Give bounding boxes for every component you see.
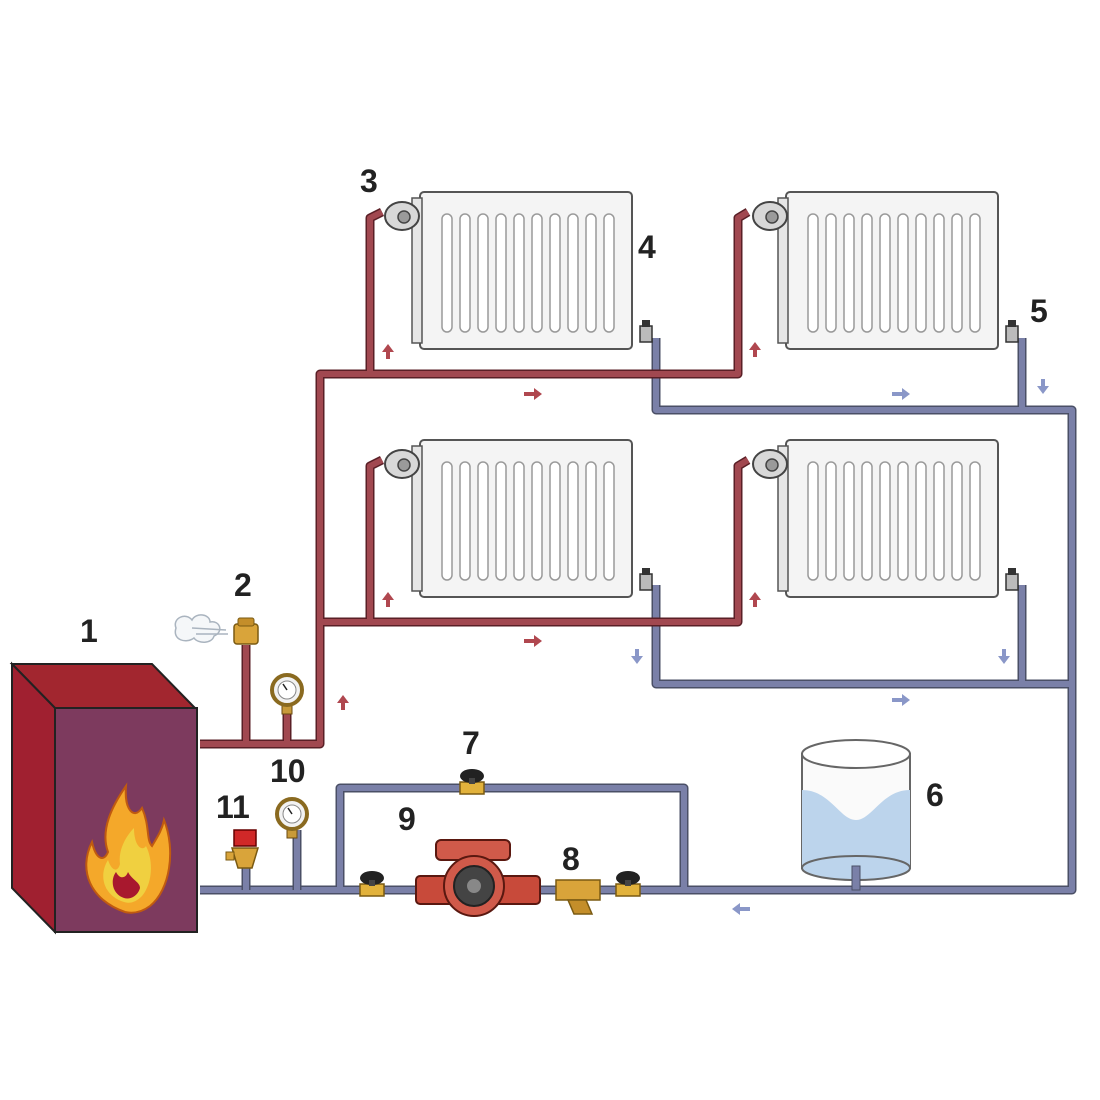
- boiler: [9, 661, 198, 935]
- return-fitting: [639, 567, 653, 591]
- thermostatic-valve: [752, 449, 788, 479]
- label-radiator: 4: [638, 229, 656, 265]
- flame-icon: [85, 782, 172, 914]
- label-bypass-valve: 7: [462, 725, 480, 761]
- return-pipework: [200, 338, 1077, 895]
- return-fitting: [1005, 567, 1019, 591]
- radiator-top-right: [777, 191, 999, 350]
- safety-valve: [225, 829, 260, 869]
- thermostatic-valve: [384, 449, 420, 479]
- label-boiler: 1: [80, 613, 98, 649]
- ball-valve-icon: [359, 870, 385, 897]
- air-vent: [174, 614, 259, 645]
- radiator-bottom-right: [777, 439, 999, 598]
- label-return-gauge: 10: [270, 753, 306, 789]
- steam-puff-icon: [174, 614, 228, 643]
- label-pump: 9: [398, 801, 416, 837]
- radiator-top-left: [411, 191, 633, 350]
- label-expansion-tank: 6: [926, 777, 944, 813]
- label-air-vent: 2: [234, 567, 252, 603]
- ball-valve-icon: [459, 768, 485, 795]
- thermostatic-valve: [384, 201, 420, 231]
- label-strainer: 8: [562, 841, 580, 877]
- supply-pipework: [200, 207, 751, 749]
- label-radiator-valve: 3: [360, 163, 378, 199]
- ball-valve-icon: [615, 870, 641, 897]
- return-fitting: [639, 319, 653, 343]
- thermostatic-valve: [752, 201, 788, 231]
- return-fitting: [1005, 319, 1019, 343]
- label-return-valve: 5: [1030, 293, 1048, 329]
- strainer: [555, 879, 601, 915]
- return-pressure-gauge: [275, 797, 309, 840]
- expansion-tank: [801, 739, 911, 891]
- circulation-pump: [415, 839, 541, 917]
- radiator-bottom-left: [411, 439, 633, 598]
- supply-pressure-gauge: [270, 673, 304, 716]
- label-safety-valve: 11: [216, 789, 250, 825]
